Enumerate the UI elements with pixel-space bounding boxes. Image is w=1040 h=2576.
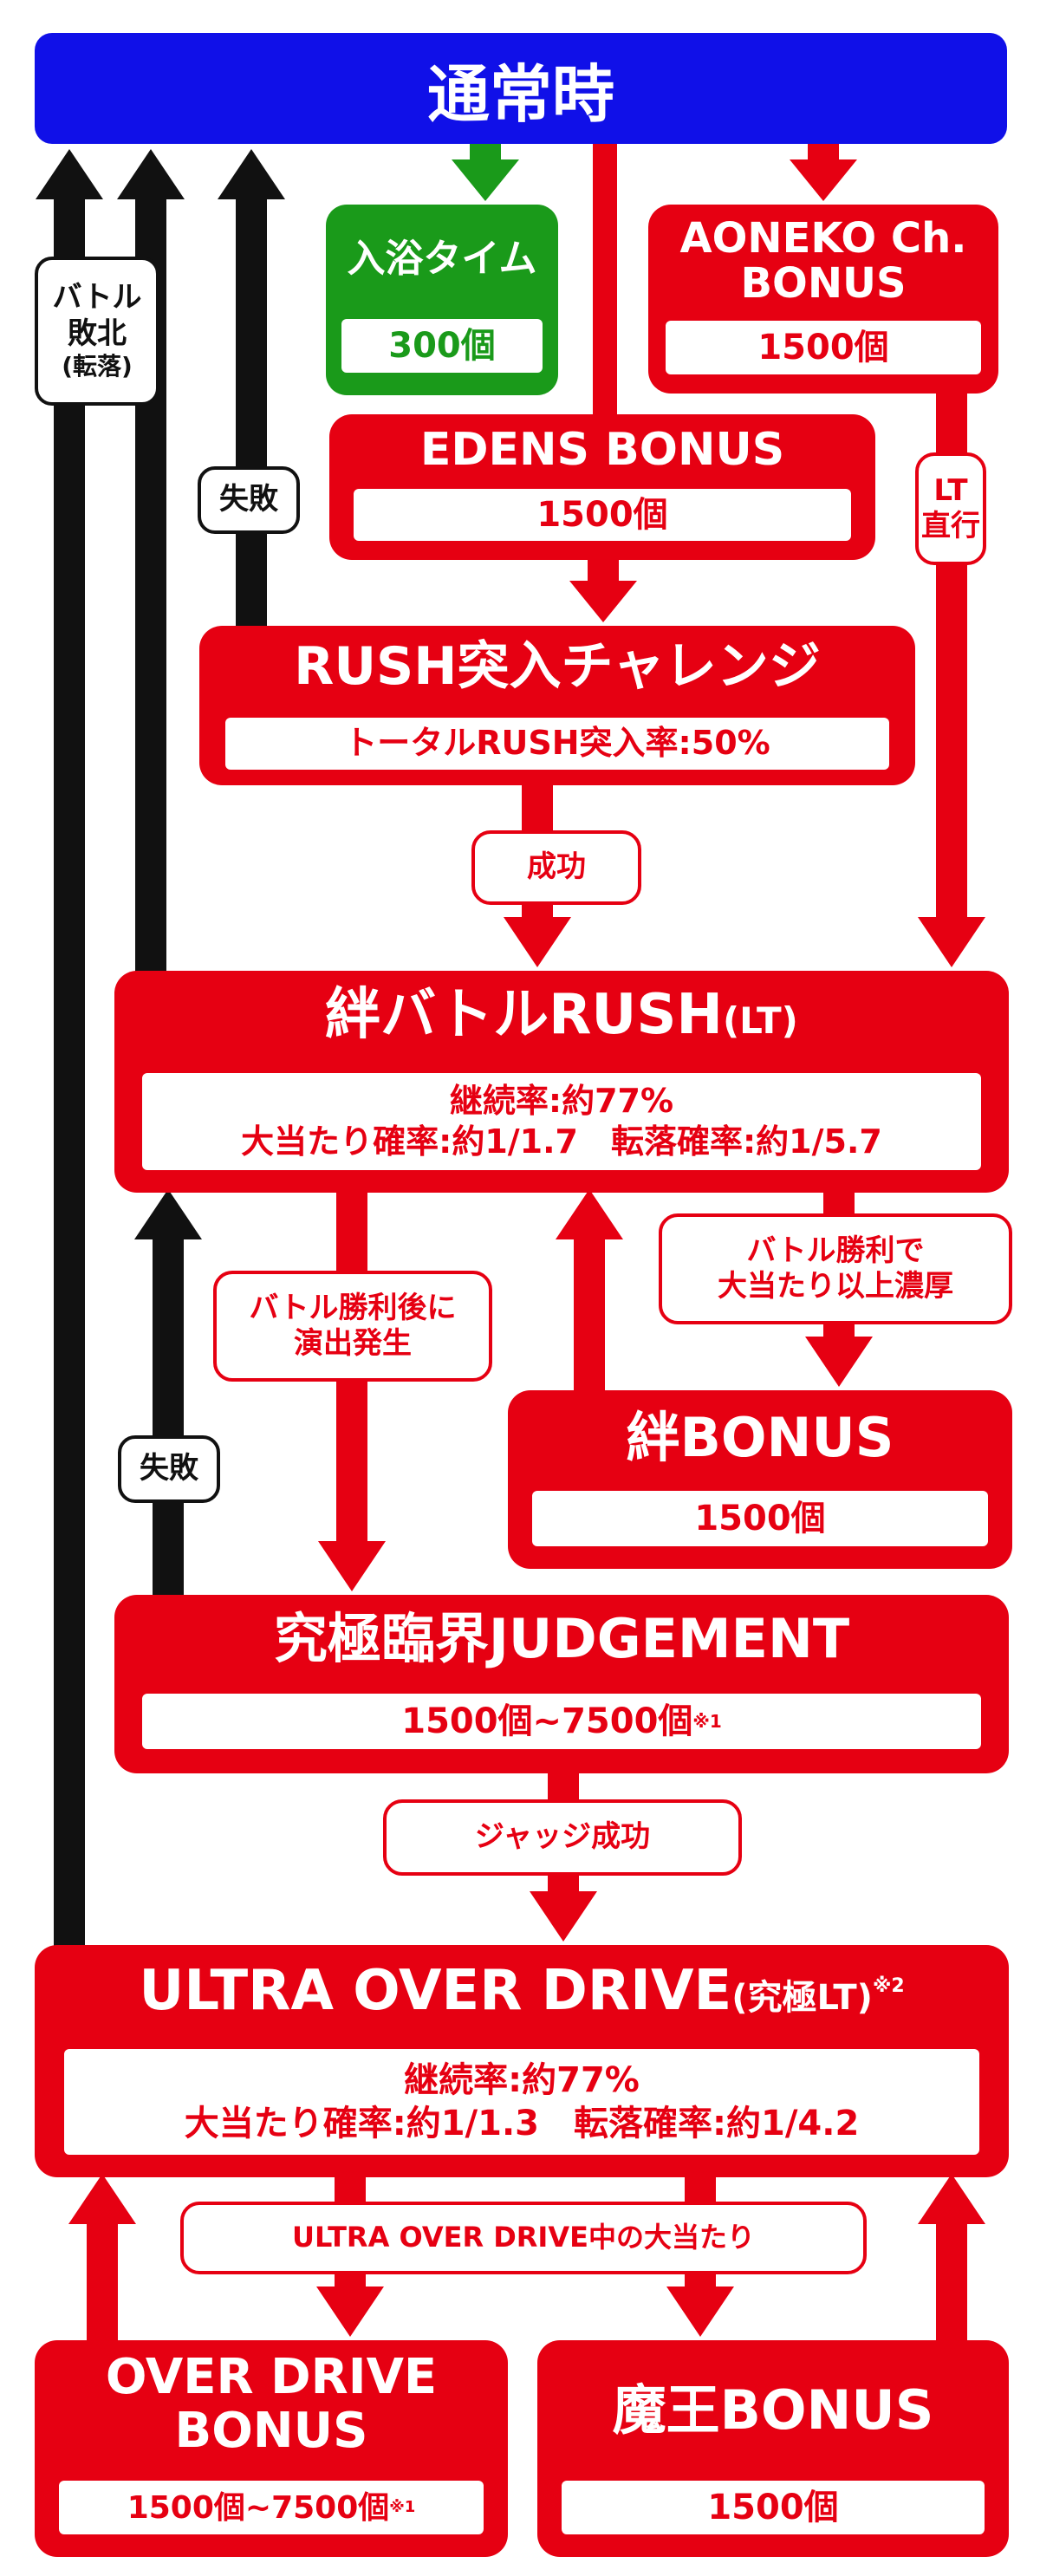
aoneko-bonus-payout: 1500個 <box>666 321 981 374</box>
judgement-note: ※1 <box>692 1710 722 1732</box>
green-flow-arrows <box>452 139 519 201</box>
ultra-over-drive-probabilities: 大当たり確率:約1/1.3 転落確率:約1/4.2 <box>184 2104 860 2143</box>
over-drive-bonus-note: ※1 <box>389 2497 416 2516</box>
maou-bonus-payout: 1500個 <box>562 2481 985 2534</box>
aoneko-lt-direct-arrow <box>918 388 985 967</box>
judgement-box: 究極臨界JUDGEMENT 1500個~7500個※1 <box>114 1595 1009 1773</box>
ultra-over-drive-suffix: (究極LT) <box>731 1978 873 2018</box>
ultra-over-drive-continue-rate: 継続率:約77% <box>404 2060 640 2100</box>
ultra-over-drive-box: ULTRA OVER DRIVE(究極LT)※2 継続率:約77% 大当たり確率… <box>35 1945 1009 2177</box>
kizuna-battle-rush-name: 絆バトルRUSH <box>325 983 723 1047</box>
kizuna-bonus-return-arrow <box>556 1189 623 1395</box>
success-label: 成功 <box>471 830 641 905</box>
ultra-over-drive-title: ULTRA OVER DRIVE(究極LT)※2 <box>35 1959 1009 2023</box>
maou-bonus-title: 魔王BONUS <box>612 2378 934 2442</box>
rush-challenge-title: RUSH突入チャレンジ <box>294 636 821 697</box>
kizuna-bonus-box: 絆BONUS 1500個 <box>508 1390 1012 1569</box>
lt-direct-label: LT 直行 <box>915 452 986 565</box>
rush-to-judgement-arrow <box>318 1187 386 1591</box>
defeat-return-arrow-1 <box>36 149 103 1950</box>
bath-time-entry-arrow <box>452 139 519 201</box>
over-drive-bonus-payout-value: 1500個~7500個 <box>127 2489 390 2526</box>
maou-return-arrow <box>918 2174 985 2345</box>
kizuna-battle-rush-title: 絆バトルRUSH(LT) <box>114 986 1009 1044</box>
over-drive-bonus-payout: 1500個~7500個※1 <box>59 2481 484 2534</box>
battle-win-label: バトル勝利で 大当たり以上濃厚 <box>659 1213 1012 1324</box>
rush-challenge-box: RUSH突入チャレンジ トータルRUSH突入率:50% <box>199 626 915 785</box>
judgement-payout-value: 1500個~7500個 <box>401 1701 693 1741</box>
ultra-hit-label: ULTRA OVER DRIVE中の大当たり <box>180 2202 867 2274</box>
after-battle-label-line2: 演出発生 <box>294 1326 412 1361</box>
maou-bonus-box: 魔王BONUS 1500個 <box>537 2340 1009 2557</box>
aoneko-bonus-title-line2: BONUS <box>740 259 907 308</box>
over-drive-bonus-title-line1: OVER DRIVE <box>105 2349 438 2405</box>
bath-time-payout: 300個 <box>341 319 543 373</box>
battle-win-label-line2: 大当たり以上濃厚 <box>718 1269 953 1304</box>
battle-win-label-line1: バトル勝利で <box>746 1233 925 1268</box>
kizuna-battle-rush-box: 絆バトルRUSH(LT) 継続率:約77% 大当たり確率:約1/1.7 転落確率… <box>114 971 1009 1193</box>
kizuna-battle-rush-continue-rate: 継続率:約77% <box>449 1081 674 1120</box>
judge-success-label: ジャッジ成功 <box>383 1799 742 1876</box>
fail-label-top: 失敗 <box>198 466 300 534</box>
normal-to-edens-line <box>593 139 617 421</box>
rush-challenge-info: トータルRUSH突入率:50% <box>225 718 889 770</box>
battle-defeat-label-line2: 敗北 <box>68 315 127 351</box>
kizuna-battle-rush-suffix: (LT) <box>722 999 798 1042</box>
kizuna-battle-rush-info: 継続率:約77% 大当たり確率:約1/1.7 転落確率:約1/5.7 <box>142 1073 981 1170</box>
normal-to-aoneko-arrow <box>790 139 857 201</box>
battle-defeat-label-line3: (転落) <box>62 352 133 381</box>
bath-time-title: 入浴タイム <box>347 237 537 281</box>
lt-direct-label-line1: LT <box>933 472 968 508</box>
aoneko-bonus-box: AONEKO Ch. BONUS 1500個 <box>648 205 998 394</box>
kizuna-bonus-title: 絆BONUS <box>626 1406 894 1469</box>
edens-bonus-box: EDENS BONUS 1500個 <box>329 414 875 560</box>
fail-label-bottom: 失敗 <box>118 1435 220 1503</box>
bath-time-box: 入浴タイム 300個 <box>326 205 558 395</box>
aoneko-bonus-title-line1: AONEKO Ch. <box>679 214 967 263</box>
ultra-over-drive-note: ※2 <box>872 1975 905 1998</box>
red-flow-arrows <box>68 139 985 2345</box>
fail-return-arrow-judgement <box>134 1189 202 1600</box>
normal-mode-title: 通常時 <box>426 57 614 131</box>
edens-to-challenge-arrow <box>569 555 637 622</box>
over-drive-bonus-title-line2: BONUS <box>174 2403 368 2459</box>
battle-defeat-label: バトル 敗北 (転落) <box>35 257 159 406</box>
after-battle-label: バトル勝利後に 演出発生 <box>213 1271 492 1382</box>
edens-bonus-title: EDENS BONUS <box>419 424 785 476</box>
normal-mode-box: 通常時 <box>35 33 1007 144</box>
over-drive-bonus-box: OVER DRIVE BONUS 1500個~7500個※1 <box>35 2340 508 2557</box>
black-return-arrows <box>36 149 285 1950</box>
over-drive-return-arrow <box>68 2174 136 2345</box>
judgement-title: 究極臨界JUDGEMENT <box>273 1607 850 1670</box>
kizuna-battle-rush-probabilities: 大当たり確率:約1/1.7 転落確率:約1/5.7 <box>241 1122 882 1161</box>
ultra-over-drive-info: 継続率:約77% 大当たり確率:約1/1.3 転落確率:約1/4.2 <box>64 2049 979 2155</box>
kizuna-bonus-payout: 1500個 <box>532 1491 988 1546</box>
after-battle-label-line1: バトル勝利後に <box>249 1290 457 1325</box>
ultra-over-drive-name: ULTRA OVER DRIVE <box>139 1959 732 2023</box>
judgement-payout: 1500個~7500個※1 <box>142 1694 981 1749</box>
fail-return-arrow-challenge <box>218 149 285 631</box>
defeat-return-arrow-2 <box>117 149 185 976</box>
edens-bonus-payout: 1500個 <box>354 489 851 541</box>
battle-defeat-label-line1: バトル <box>52 280 142 315</box>
lt-direct-label-line2: 直行 <box>921 509 980 543</box>
